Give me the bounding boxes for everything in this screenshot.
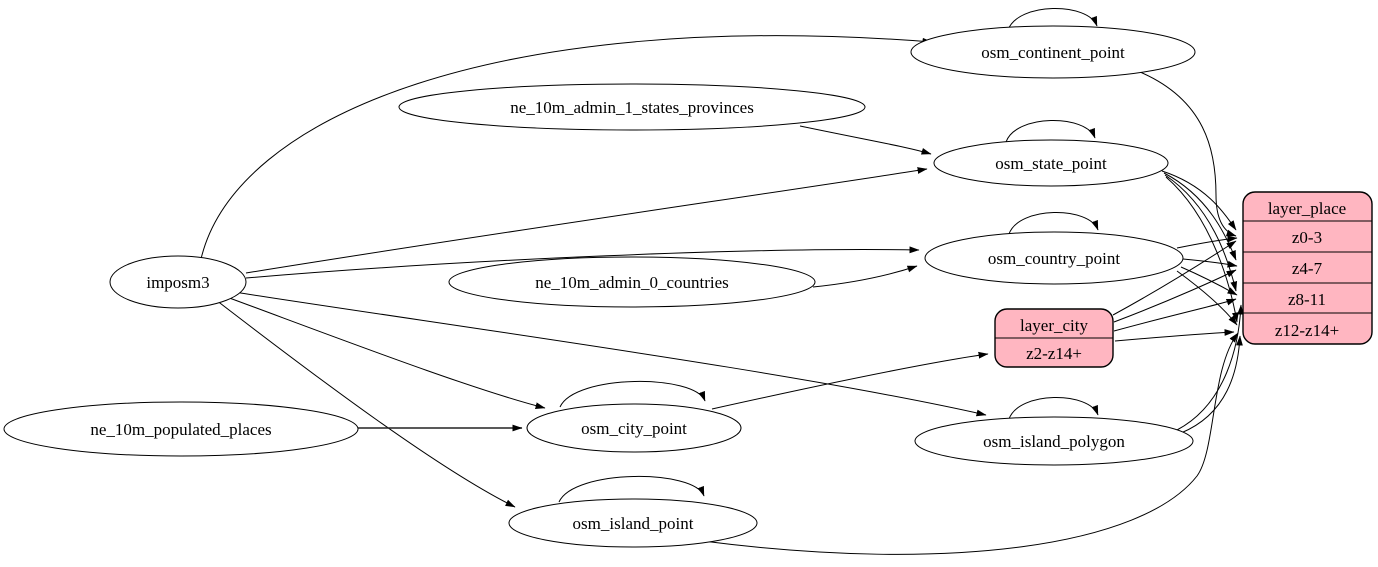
edge-state-z8-11 xyxy=(1164,174,1238,292)
populated-label: ne_10m_populated_places xyxy=(90,420,271,439)
edge-country-z8-11 xyxy=(1180,266,1238,296)
layer-place-title: layer_place xyxy=(1268,199,1346,218)
node-osm-state-point: osm_state_point xyxy=(933,139,1169,187)
node-osm-country-point: osm_country_point xyxy=(924,231,1184,285)
edge-country-z0-3 xyxy=(1176,235,1238,249)
edge-imposm3-country xyxy=(245,246,920,279)
edge-city-layer-city xyxy=(711,351,989,410)
selfloop-island-point xyxy=(558,476,705,503)
edge-country-z12-z14 xyxy=(1176,270,1238,326)
edge-country-z4-7 xyxy=(1182,258,1238,268)
city-label: osm_city_point xyxy=(581,419,687,438)
edges xyxy=(200,8,1244,555)
edge-imposm3-city xyxy=(223,295,546,409)
edge-island-polygon-z12-z14 xyxy=(1180,335,1243,434)
node-ne-10m-admin-0-countries: ne_10m_admin_0_countries xyxy=(448,256,816,308)
edge-imposm3-island-point xyxy=(215,299,516,508)
state-label: osm_state_point xyxy=(995,154,1107,173)
node-ne-10m-populated-places: ne_10m_populated_places xyxy=(3,401,359,457)
node-ne-10m-admin-1-states-provinces: ne_10m_admin_1_states_provinces xyxy=(398,83,866,131)
edge-island-polygon-z8-11 xyxy=(1176,304,1244,431)
edge-admin0-country xyxy=(812,265,918,288)
layer-place-row-z12-z14: z12-z14+ xyxy=(1275,321,1339,340)
node-osm-island-polygon: osm_island_polygon xyxy=(914,416,1194,466)
node-osm-island-point: osm_island_point xyxy=(508,498,758,548)
admin1-shape xyxy=(398,83,866,131)
selfloop-state xyxy=(1005,120,1096,143)
layer-city-row-z2-z14: z2-z14+ xyxy=(1026,344,1082,363)
island-polygon-shape xyxy=(914,416,1194,466)
country-label: osm_country_point xyxy=(988,249,1120,268)
record-layer-city: layer_city z2-z14+ xyxy=(994,308,1114,368)
record-layer-place: layer_place z0-3 z4-7 z8-11 z12-z14+ xyxy=(1242,191,1373,345)
imposm3-label: imposm3 xyxy=(146,273,209,292)
edge-layer-city-z12-z14 xyxy=(1114,329,1235,342)
selfloop-continent xyxy=(1007,8,1098,31)
continent-shape xyxy=(910,25,1196,79)
state-shape xyxy=(933,139,1169,187)
node-osm-continent-point: osm_continent_point xyxy=(910,25,1196,79)
layer-city-title: layer_city xyxy=(1020,316,1088,335)
edge-continent-z0-3 xyxy=(1139,71,1237,237)
edge-imposm3-continent xyxy=(200,35,933,260)
country-shape xyxy=(924,231,1184,285)
imposm3-shape xyxy=(109,255,247,309)
layer-place-row-z8-11: z8-11 xyxy=(1288,290,1326,309)
continent-label: osm_continent_point xyxy=(981,43,1125,62)
edge-layer-city-z0-3 xyxy=(1112,240,1237,316)
edge-imposm3-state xyxy=(245,167,928,274)
edge-state-z0-3 xyxy=(1161,170,1237,231)
selfloop-country xyxy=(1008,212,1099,235)
island-polygon-label: osm_island_polygon xyxy=(983,432,1125,451)
admin0-shape xyxy=(448,256,816,308)
edge-imposm3-island-polygon xyxy=(233,291,987,417)
node-osm-city-point: osm_city_point xyxy=(526,403,742,453)
admin0-label: ne_10m_admin_0_countries xyxy=(535,273,729,292)
layer-place-row-z0-3: z0-3 xyxy=(1292,228,1322,247)
city-shape xyxy=(526,403,742,453)
selfloop-island-polygon xyxy=(1008,397,1099,420)
edge-admin1-state xyxy=(799,125,932,155)
edge-state-z4-7 xyxy=(1163,172,1237,261)
node-imposm3: imposm3 xyxy=(109,255,247,309)
edge-state-z12-z14 xyxy=(1165,176,1239,323)
admin1-label: ne_10m_admin_1_states_provinces xyxy=(510,98,754,117)
layer-place-row-z4-7: z4-7 xyxy=(1292,259,1323,278)
island-point-label: osm_island_point xyxy=(573,514,694,533)
island-point-shape xyxy=(508,498,758,548)
edge-island-point-z12-z14 xyxy=(702,332,1239,555)
edge-layer-city-z8-11 xyxy=(1113,298,1237,332)
populated-shape xyxy=(3,401,359,457)
edge-layer-city-z4-7 xyxy=(1113,269,1237,323)
layer-place-box xyxy=(1242,191,1373,345)
selfloop-city xyxy=(559,381,706,408)
